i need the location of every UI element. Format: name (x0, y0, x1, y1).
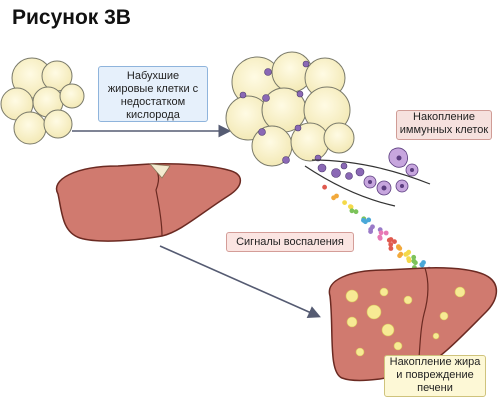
damaged-fatty-liver (328, 267, 498, 382)
immune-label-line-1: Накопление (413, 111, 475, 123)
signal-dot (322, 184, 327, 190)
figure-title: Рисунок 3B (12, 6, 131, 29)
small-fat-cell-cluster (0, 57, 85, 145)
signal-dot (388, 242, 394, 247)
signal-dot (342, 200, 347, 206)
fat-label-line-1: Накопление жира (389, 356, 481, 368)
swollen-cells-line-2: жировые клетки с (107, 83, 199, 95)
signal-dot (388, 246, 394, 251)
immune-cells-group (304, 147, 431, 207)
signal-dot (361, 217, 366, 223)
swollen-fat-cell-cluster (225, 51, 355, 167)
healthy-liver (55, 163, 242, 242)
signal-dot (392, 239, 397, 245)
fat-label-line-3: печени (417, 382, 453, 394)
swollen-cells-label: Набухшие жировые клетки с недостатком ки… (98, 66, 208, 122)
signal-dot (348, 204, 353, 210)
signal-dot (406, 258, 412, 264)
signal-dot (378, 230, 384, 236)
swollen-cells-line-4: кислорода (126, 109, 180, 121)
signal-dot (368, 229, 373, 235)
fat-accumulation-label: Накопление жира и повреждение печени (384, 355, 486, 397)
immune-label-line-2: иммунных клеток (399, 124, 489, 136)
signal-dot (413, 260, 418, 266)
swollen-cells-line-1: Набухшие (126, 70, 180, 82)
signal-dot (386, 237, 392, 243)
inflammation-signals-label: Сигналы воспаления (226, 232, 354, 252)
signal-dot (403, 252, 409, 257)
signal-dot (397, 253, 402, 259)
fat-label-line-2: и повреждение (396, 369, 474, 381)
signal-dot (349, 208, 355, 214)
signal-dot (419, 262, 425, 268)
signal-dot (331, 195, 336, 201)
signal-dot (397, 246, 403, 251)
arrow-to-damaged-liver (159, 245, 321, 318)
signal-dot (383, 230, 389, 236)
signal-dot (377, 235, 383, 241)
signal-dot (411, 254, 417, 260)
swollen-cells-line-3: недостатком (120, 96, 186, 108)
immune-accumulation-label: Накопление иммунных клеток (396, 110, 492, 140)
signal-dot (353, 209, 359, 215)
